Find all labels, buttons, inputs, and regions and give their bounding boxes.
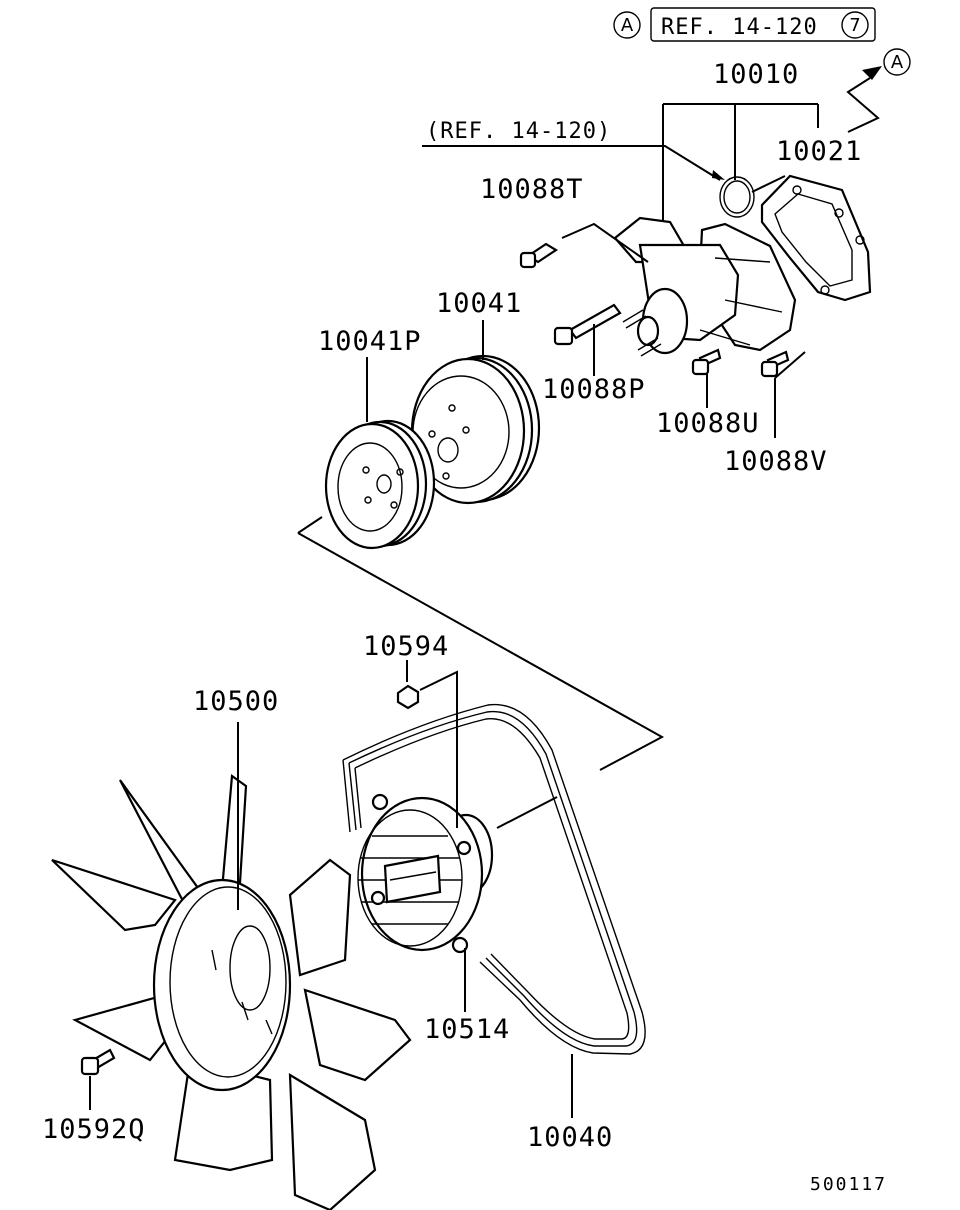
label-10088P: 10088P [542,374,646,405]
label-10010: 10010 [713,59,799,90]
diagram-code: 500117 [810,1174,887,1195]
ref-box-label: REF. 14-120 [661,15,818,40]
circle-a-label: A [621,15,634,36]
arrow-to-a: A [846,48,911,133]
label-10088T: 10088T [480,174,584,205]
label-ref-sub: (REF. 14-120) [426,119,611,144]
water-pump [422,103,872,438]
label-10021: 10021 [776,136,862,167]
pulley-10041 [410,320,541,505]
pulley-10041P [324,357,436,550]
callouts: (REF. 14-120) 10010 10021 10088T 10041 1… [42,59,887,1195]
label-10594: 10594 [363,631,449,662]
circle-7-label: 7 [849,15,860,36]
arrow-a-label: A [891,52,904,73]
fan-clutch [357,660,494,1012]
label-10500: 10500 [193,686,279,717]
cooling-fan [51,722,412,1210]
label-10514: 10514 [424,1014,510,1045]
label-10088U: 10088U [656,408,760,439]
header-reference: A REF. 14-120 7 [613,7,876,42]
label-10041: 10041 [436,288,522,319]
label-10088V: 10088V [724,446,828,477]
label-10040: 10040 [527,1122,613,1153]
label-10041P: 10041P [318,326,422,357]
o-ring [719,176,755,218]
assembly-leader [297,516,665,771]
pump-gasket [760,174,872,302]
v-belt [342,703,646,1118]
label-10592Q: 10592Q [42,1114,146,1145]
